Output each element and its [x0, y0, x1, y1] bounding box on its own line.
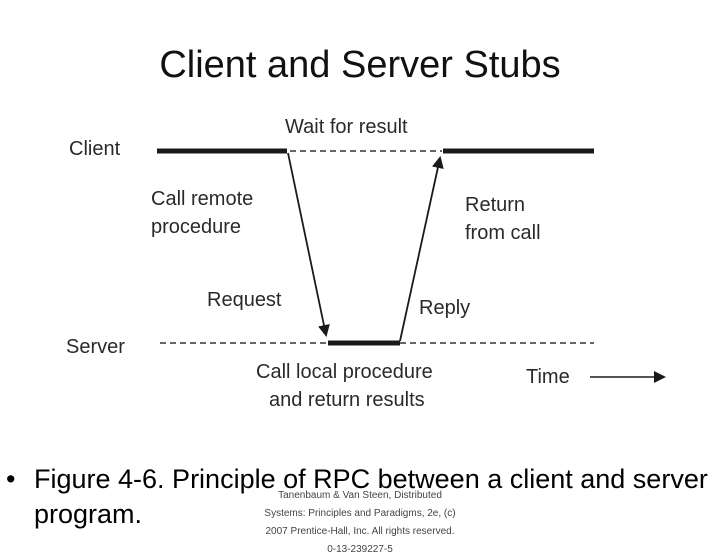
return-line-2: from call [465, 222, 541, 244]
rpc-diagram [157, 148, 666, 383]
call-local-line-1: Call local procedure [256, 361, 433, 383]
server-label: Server [66, 336, 125, 358]
reply-label: Reply [419, 297, 471, 319]
credit-line: 2007 Prentice-Hall, Inc. All rights rese… [265, 526, 455, 537]
credit-line: Systems: Principles and Paradigms, 2e, (… [264, 508, 456, 519]
slide-title: Client and Server Stubs [159, 44, 561, 86]
request-label: Request [207, 289, 282, 311]
client-label: Client [69, 138, 121, 160]
credit-line: Tanenbaum & Van Steen, Distributed [278, 490, 442, 501]
return-line-1: Return [465, 194, 526, 216]
call-remote-line-1: Call remote [151, 188, 254, 210]
reply-arrow [399, 156, 444, 342]
request-arrow [287, 152, 330, 337]
call-remote-line-2: procedure [151, 216, 242, 238]
bullet-icon: • [6, 464, 16, 494]
wait-for-result-label: Wait for result [285, 116, 408, 138]
credit-line: 0-13-239227-5 [327, 544, 393, 555]
copyright-credit: Tanenbaum & Van Steen, Distributed Syste… [250, 487, 470, 559]
caption-text: Figure 4-6. Principle of RPC between a c… [34, 464, 708, 529]
call-local-line-2: and return results [269, 389, 425, 411]
time-label: Time [526, 366, 570, 388]
